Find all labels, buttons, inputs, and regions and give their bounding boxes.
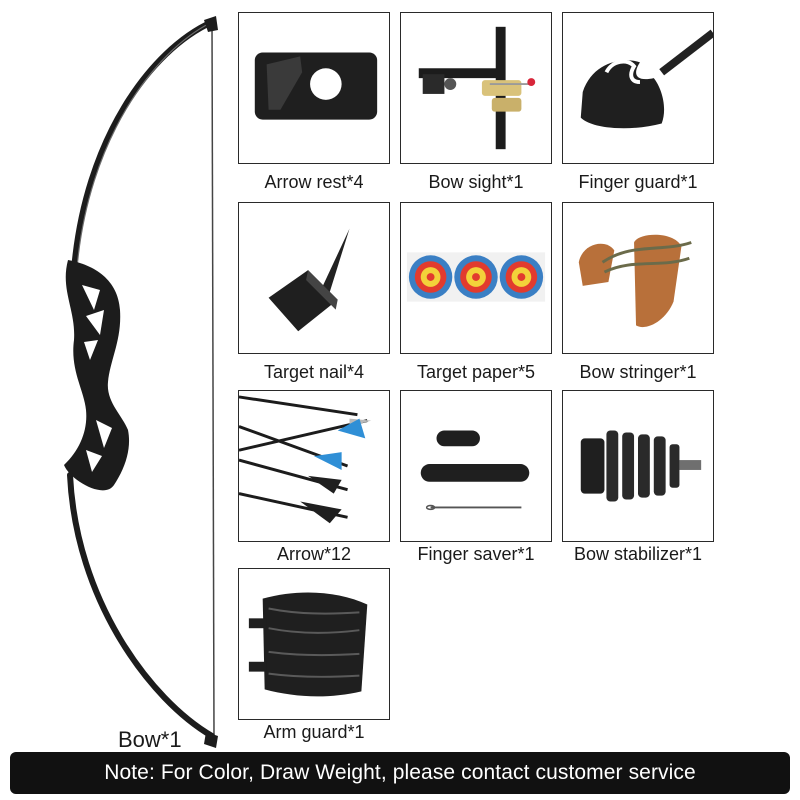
- item-label: Target nail*4: [263, 362, 365, 382]
- bow-stringer-image: [562, 202, 714, 354]
- item-label: Bow sight*1: [428, 172, 524, 192]
- finger-guard-image: [562, 12, 714, 164]
- bow-image: [64, 16, 218, 748]
- item-label: Target paper*5: [416, 362, 536, 382]
- arm-guard-image: [238, 568, 390, 720]
- bow-stabilizer-image: [562, 390, 714, 542]
- item-label: Bow stringer*1: [579, 362, 697, 382]
- item-label: Arrow*12: [276, 544, 352, 564]
- target-nail-image: [238, 202, 390, 354]
- bow-sight-image: [400, 12, 552, 164]
- item-label: Finger saver*1: [417, 544, 535, 564]
- finger-saver-image: [400, 390, 552, 542]
- item-label: Finger guard*1: [578, 172, 698, 192]
- arrows-image: [238, 390, 390, 542]
- bow-illustration: Bow*1: [40, 10, 230, 752]
- item-label: Arm guard*1: [263, 722, 365, 742]
- target-paper-image: [400, 202, 552, 354]
- note-bar: Note: For Color, Draw Weight, please con…: [10, 752, 790, 794]
- bow-label: Bow*1: [118, 727, 182, 752]
- item-label: Arrow rest*4: [264, 172, 364, 192]
- note-text: Note: For Color, Draw Weight, please con…: [104, 761, 696, 784]
- arrow-rest-image: [238, 12, 390, 164]
- item-label: Bow stabilizer*1: [573, 544, 703, 564]
